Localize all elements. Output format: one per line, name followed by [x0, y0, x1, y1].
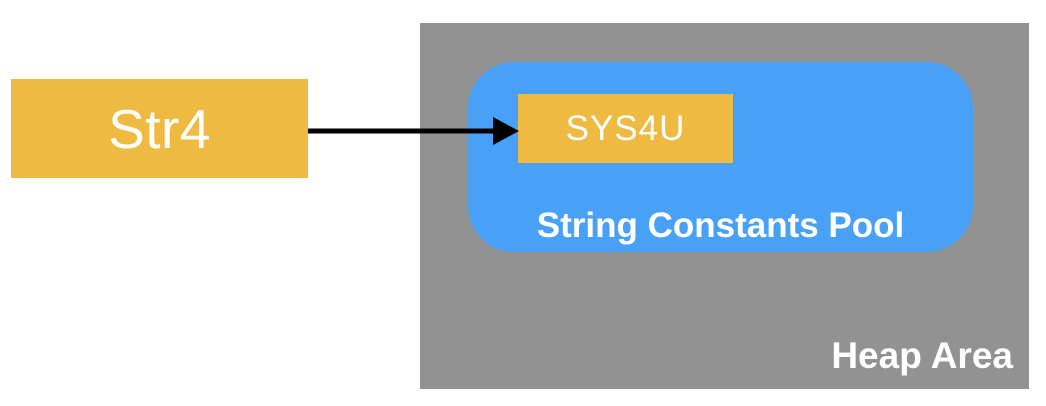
variable-box-str4: Str4	[11, 79, 308, 178]
string-literal-box-sys4u: SYS4U	[518, 94, 733, 163]
heap-area-label: Heap Area	[831, 335, 1013, 377]
string-constants-pool-box: SYS4U String Constants Pool	[468, 62, 973, 252]
string-constants-pool-label: String Constants Pool	[536, 205, 905, 245]
variable-label: Str4	[108, 97, 211, 160]
string-literal-label: SYS4U	[565, 108, 686, 148]
heap-area-box: SYS4U String Constants Pool Heap Area	[420, 23, 1029, 389]
